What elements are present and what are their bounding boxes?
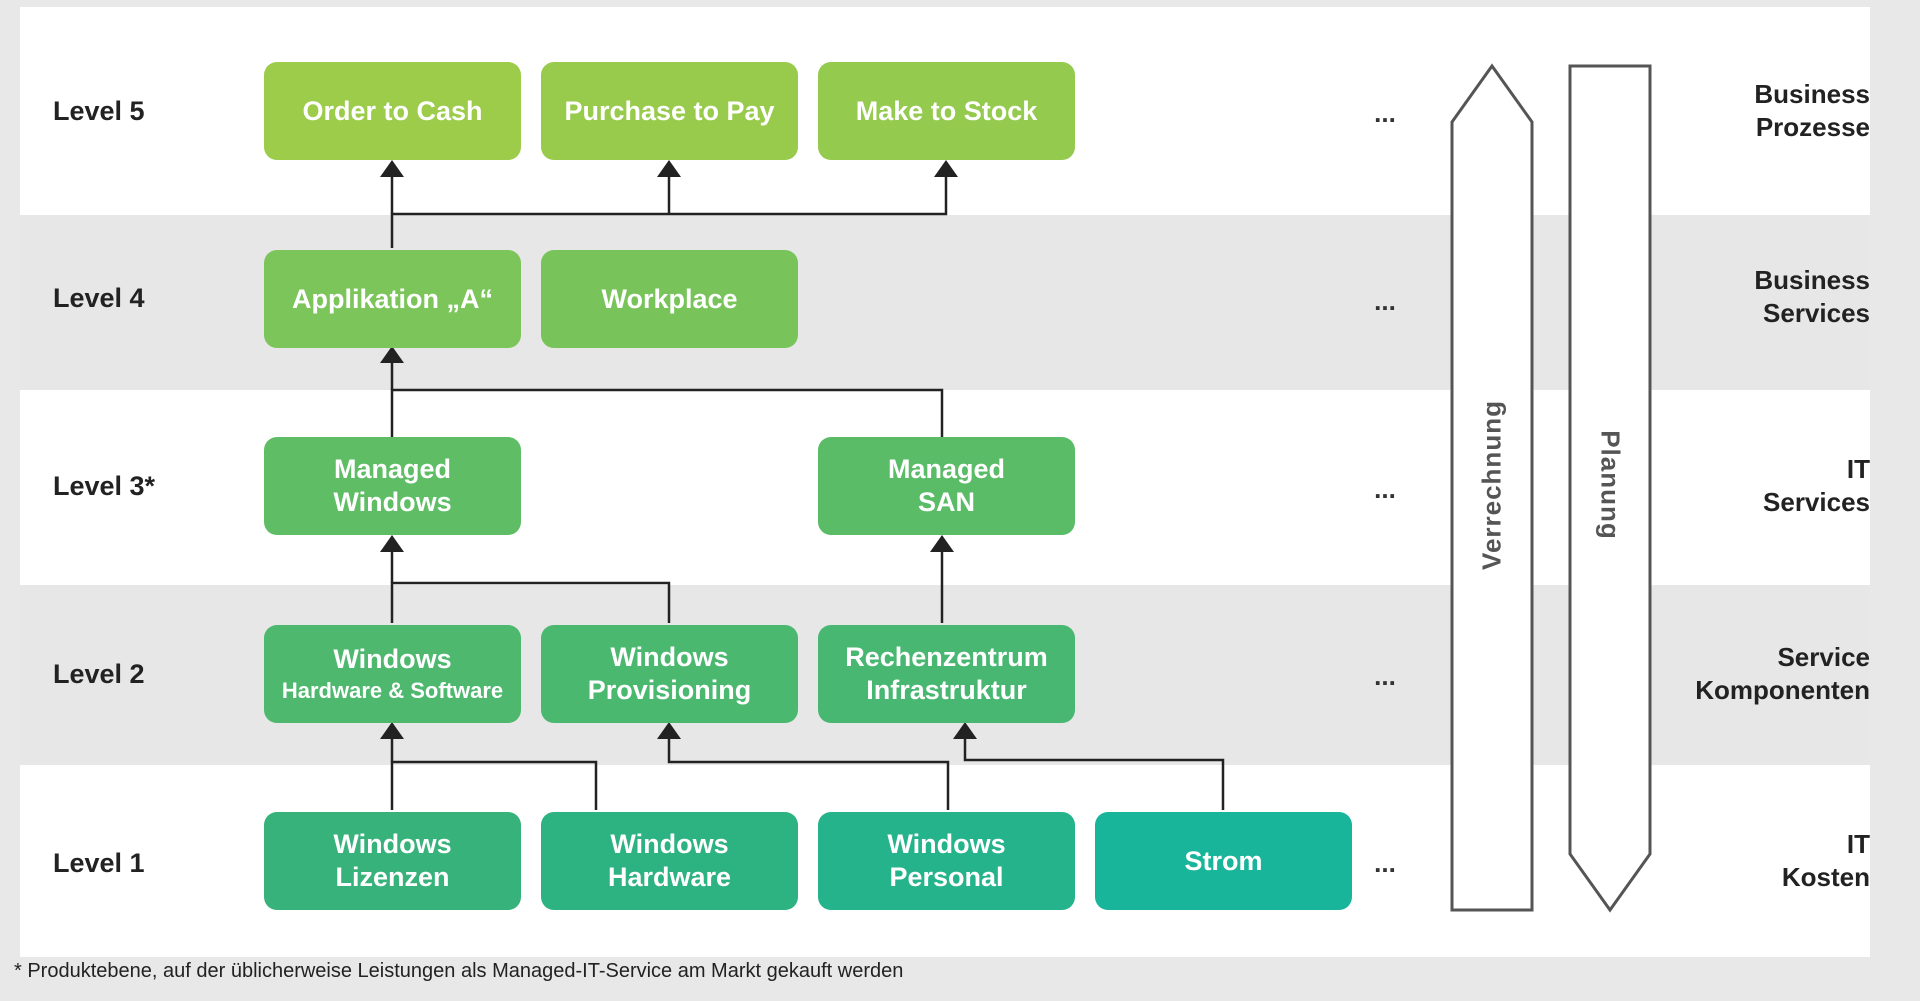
ellipsis-level-4: ... (1374, 286, 1396, 316)
level-label-2: Level 2 (53, 659, 145, 689)
footnote: * Produktebene, auf der üblicherweise Le… (14, 960, 904, 982)
node-windows-hardware-software[interactable]: Windows Hardware & Software (264, 625, 521, 723)
arrowhead-rechenzentrum (953, 722, 977, 739)
ellipsis-level-2: ... (1374, 661, 1396, 691)
planung-arrow (1568, 64, 1652, 913)
connector-l3-to-appA (390, 388, 944, 437)
verrechnung-arrow (1450, 63, 1534, 912)
node-managed-san[interactable]: Managed SAN (818, 437, 1075, 535)
category-label-4: Business Services (1754, 265, 1870, 328)
node-order-to-cash[interactable]: Order to Cash (264, 62, 521, 160)
level-label-4: Level 4 (53, 283, 145, 313)
connector-personal-to-prov (667, 738, 950, 810)
ellipsis-level-1: ... (1374, 848, 1396, 878)
level-label-5: Level 5 (53, 96, 145, 126)
arrowhead-managed-windows (380, 535, 404, 552)
connector-l2-to-mw (390, 581, 671, 623)
category-label-5: Business Prozesse (1754, 79, 1870, 142)
connector-strom-to-rz (963, 738, 1225, 810)
node-rechenzentrum-infrastruktur[interactable]: Rechenzentrum Infrastruktur (818, 625, 1075, 723)
arrowhead-order-to-cash (380, 160, 404, 177)
node-workplace[interactable]: Workplace (541, 250, 798, 348)
ellipsis-level-5: ... (1374, 98, 1396, 128)
node-windows-provisioning[interactable]: Windows Provisioning (541, 625, 798, 723)
node-windows-personal[interactable]: Windows Personal (818, 812, 1075, 910)
node-managed-windows[interactable]: Managed Windows (264, 437, 521, 535)
category-label-3: IT Services (1763, 454, 1870, 517)
category-label-2: Service Komponenten (1695, 642, 1870, 705)
node-purchase-to-pay[interactable]: Purchase to Pay (541, 62, 798, 160)
category-label-1: IT Kosten (1781, 829, 1870, 892)
planung-label: Planung (1595, 430, 1626, 540)
arrowhead-windows-hw-sw (380, 722, 404, 739)
verrechnung-label: Verrechnung (1476, 400, 1507, 570)
connector-l1-to-whw (390, 760, 598, 810)
arrowhead-managed-san (930, 535, 954, 552)
node-make-to-stock[interactable]: Make to Stock (818, 62, 1075, 160)
node-windows-lizenzen[interactable]: Windows Lizenzen (264, 812, 521, 910)
node-windows-hardware[interactable]: Windows Hardware (541, 812, 798, 910)
arrowhead-windows-provisioning (657, 722, 681, 739)
level-label-3: Level 3* (53, 471, 156, 501)
node-applikation-a[interactable]: Applikation „A“ (264, 250, 521, 348)
arrowhead-make-to-stock (934, 160, 958, 177)
level-label-1: Level 1 (53, 848, 145, 878)
arrowhead-applikation-a (380, 346, 404, 363)
ellipsis-level-3: ... (1374, 474, 1396, 504)
node-strom[interactable]: Strom (1095, 812, 1352, 910)
arrowhead-purchase-to-pay (657, 160, 681, 177)
